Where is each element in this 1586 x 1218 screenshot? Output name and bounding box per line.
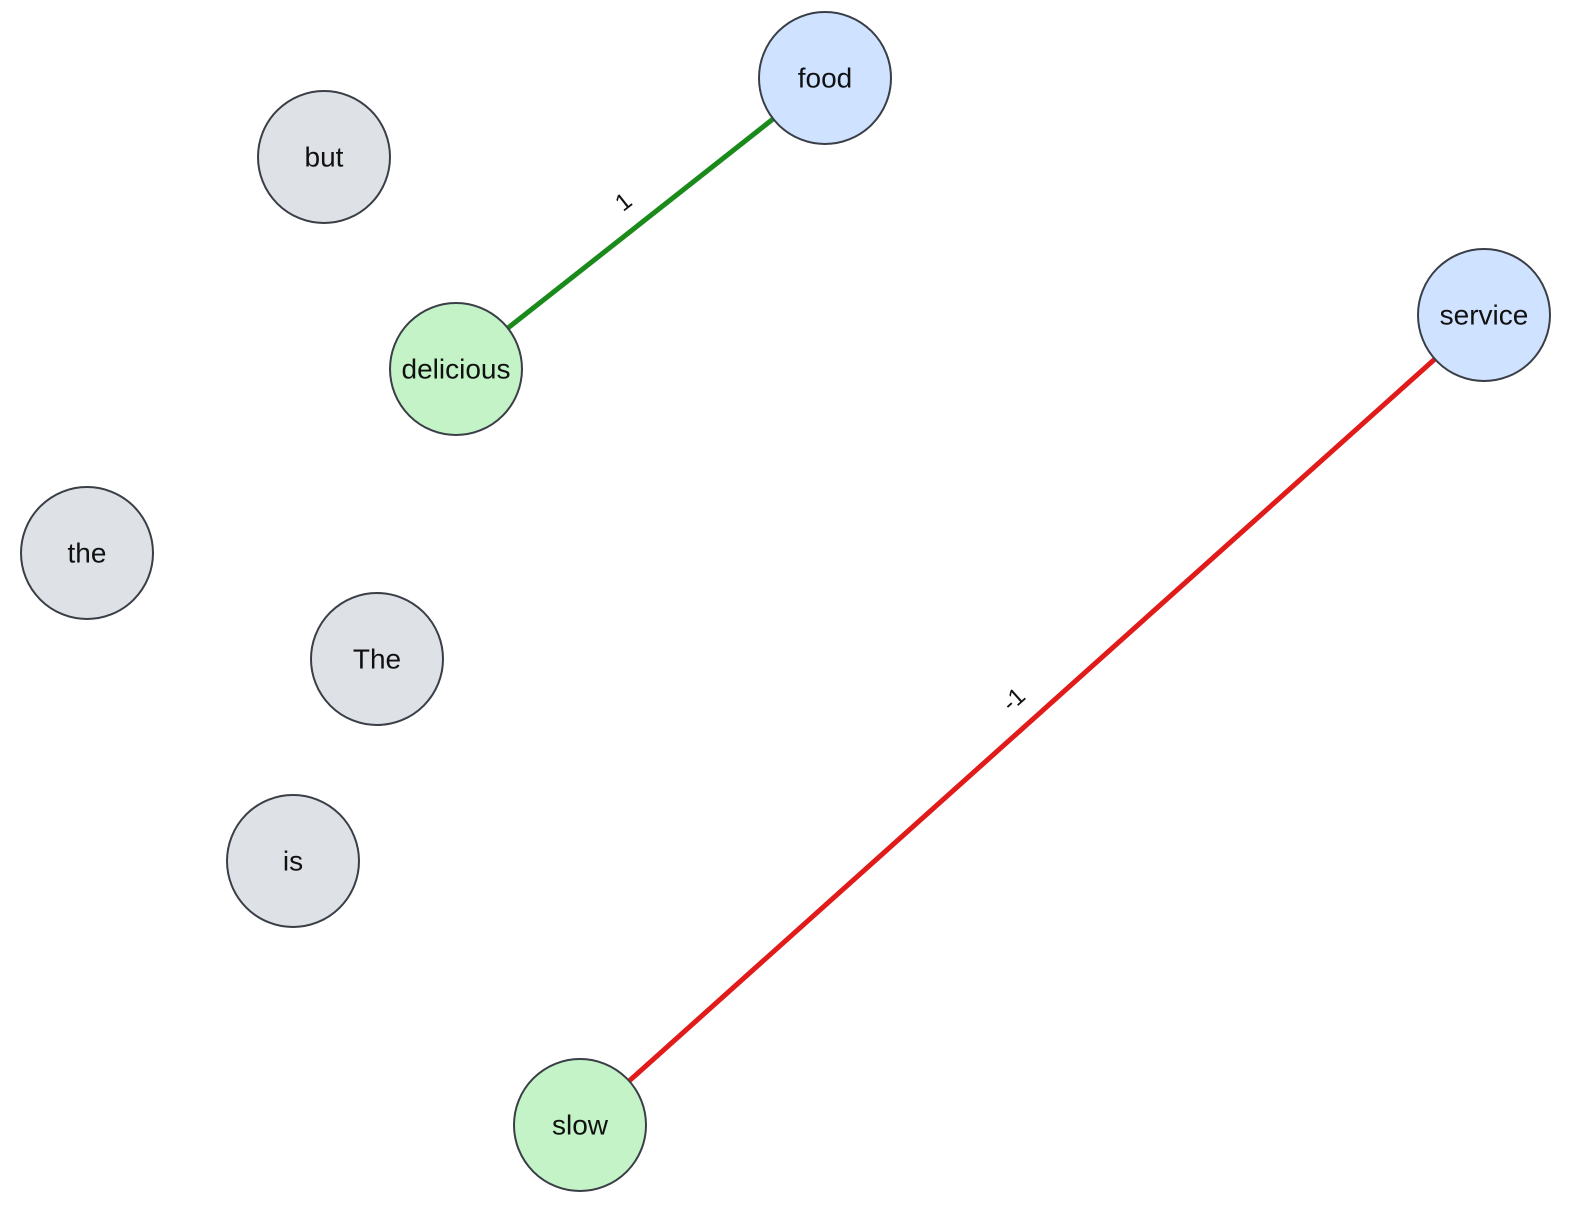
node-circle[interactable] bbox=[20, 486, 154, 620]
node-label: is bbox=[283, 846, 303, 877]
node-delicious[interactable]: delicious bbox=[389, 302, 523, 436]
node-circle[interactable] bbox=[758, 11, 892, 145]
node-circle[interactable] bbox=[513, 1058, 647, 1192]
edge-delicious-food[interactable] bbox=[454, 76, 827, 371]
node-label: delicious bbox=[402, 354, 511, 385]
node-label: food bbox=[798, 63, 853, 94]
node-circle[interactable] bbox=[257, 90, 391, 224]
node-food[interactable]: food bbox=[758, 11, 892, 145]
node-label: The bbox=[353, 644, 401, 675]
node-label: service bbox=[1440, 300, 1529, 331]
edge-slow-service[interactable] bbox=[578, 313, 1486, 1127]
node-circle[interactable] bbox=[389, 302, 523, 436]
node-service[interactable]: service bbox=[1417, 248, 1551, 382]
node-label: slow bbox=[552, 1110, 609, 1141]
node-but[interactable]: but bbox=[257, 90, 391, 224]
node-circle[interactable] bbox=[310, 592, 444, 726]
node-is[interactable]: is bbox=[226, 794, 360, 928]
node-label: the bbox=[68, 538, 107, 569]
edges-layer: 1 -1 bbox=[454, 76, 1486, 1127]
edge-label-delicious-food: 1 bbox=[610, 187, 637, 216]
edge-label-slow-service: -1 bbox=[997, 683, 1031, 717]
node-circle[interactable] bbox=[1417, 248, 1551, 382]
node-circle[interactable] bbox=[226, 794, 360, 928]
node-slow[interactable]: slow bbox=[513, 1058, 647, 1192]
node-the[interactable]: the bbox=[20, 486, 154, 620]
node-label: but bbox=[305, 142, 344, 173]
node-the-capital[interactable]: The bbox=[310, 592, 444, 726]
